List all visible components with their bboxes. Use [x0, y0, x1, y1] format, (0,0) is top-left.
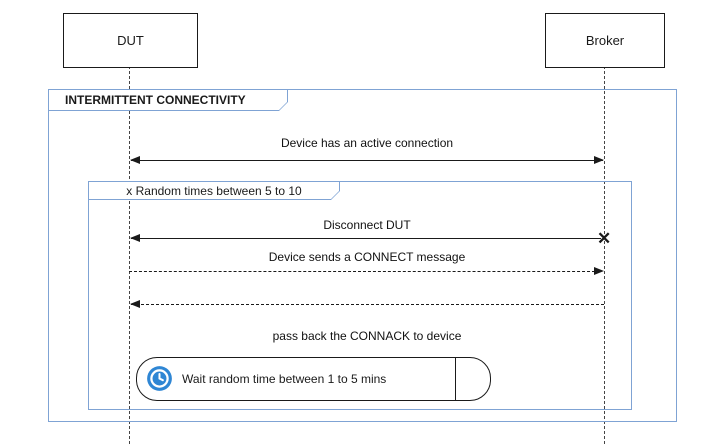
frame-label-tab: INTERMITTENT CONNECTIVITY [48, 89, 288, 111]
arrowhead-right-icon [594, 267, 604, 275]
wait-node-divider [455, 358, 456, 400]
message-connect-label: Device sends a CONNECT message [268, 250, 466, 264]
clock-icon [146, 365, 173, 392]
arrowhead-right-icon [594, 156, 604, 164]
message-active-connection-line [131, 160, 603, 161]
arrowhead-left-icon [130, 300, 140, 308]
wait-node-label: Wait random time between 1 to 5 mins [182, 372, 387, 386]
arrowhead-left-icon [130, 234, 140, 242]
frame-label: INTERMITTENT CONNECTIVITY [49, 90, 287, 110]
frame-intermittent-connectivity [48, 89, 677, 422]
lifeline-broker [604, 66, 605, 444]
message-active-connection-label: Device has an active connection [280, 136, 454, 150]
message-disconnect-label: Disconnect DUT [323, 218, 411, 232]
participant-dut-label: DUT [117, 33, 144, 48]
message-connect-line [129, 271, 595, 272]
message-connack-line [131, 304, 604, 305]
loop-label: x Random times between 5 to 10 [89, 182, 339, 199]
lifeline-dut [129, 66, 130, 444]
participant-broker-label: Broker [585, 33, 625, 48]
message-connack-label: pass back the CONNACK to device [272, 329, 462, 343]
participant-broker: Broker [545, 13, 665, 68]
participant-dut: DUT [63, 13, 198, 68]
destroy-x-icon: ✕ [597, 229, 612, 248]
wait-node: Wait random time between 1 to 5 mins [136, 357, 491, 401]
message-disconnect-line [131, 238, 601, 239]
frame-loop [88, 181, 632, 410]
arrowhead-left-icon [130, 156, 140, 164]
loop-label-tab: x Random times between 5 to 10 [88, 181, 340, 200]
